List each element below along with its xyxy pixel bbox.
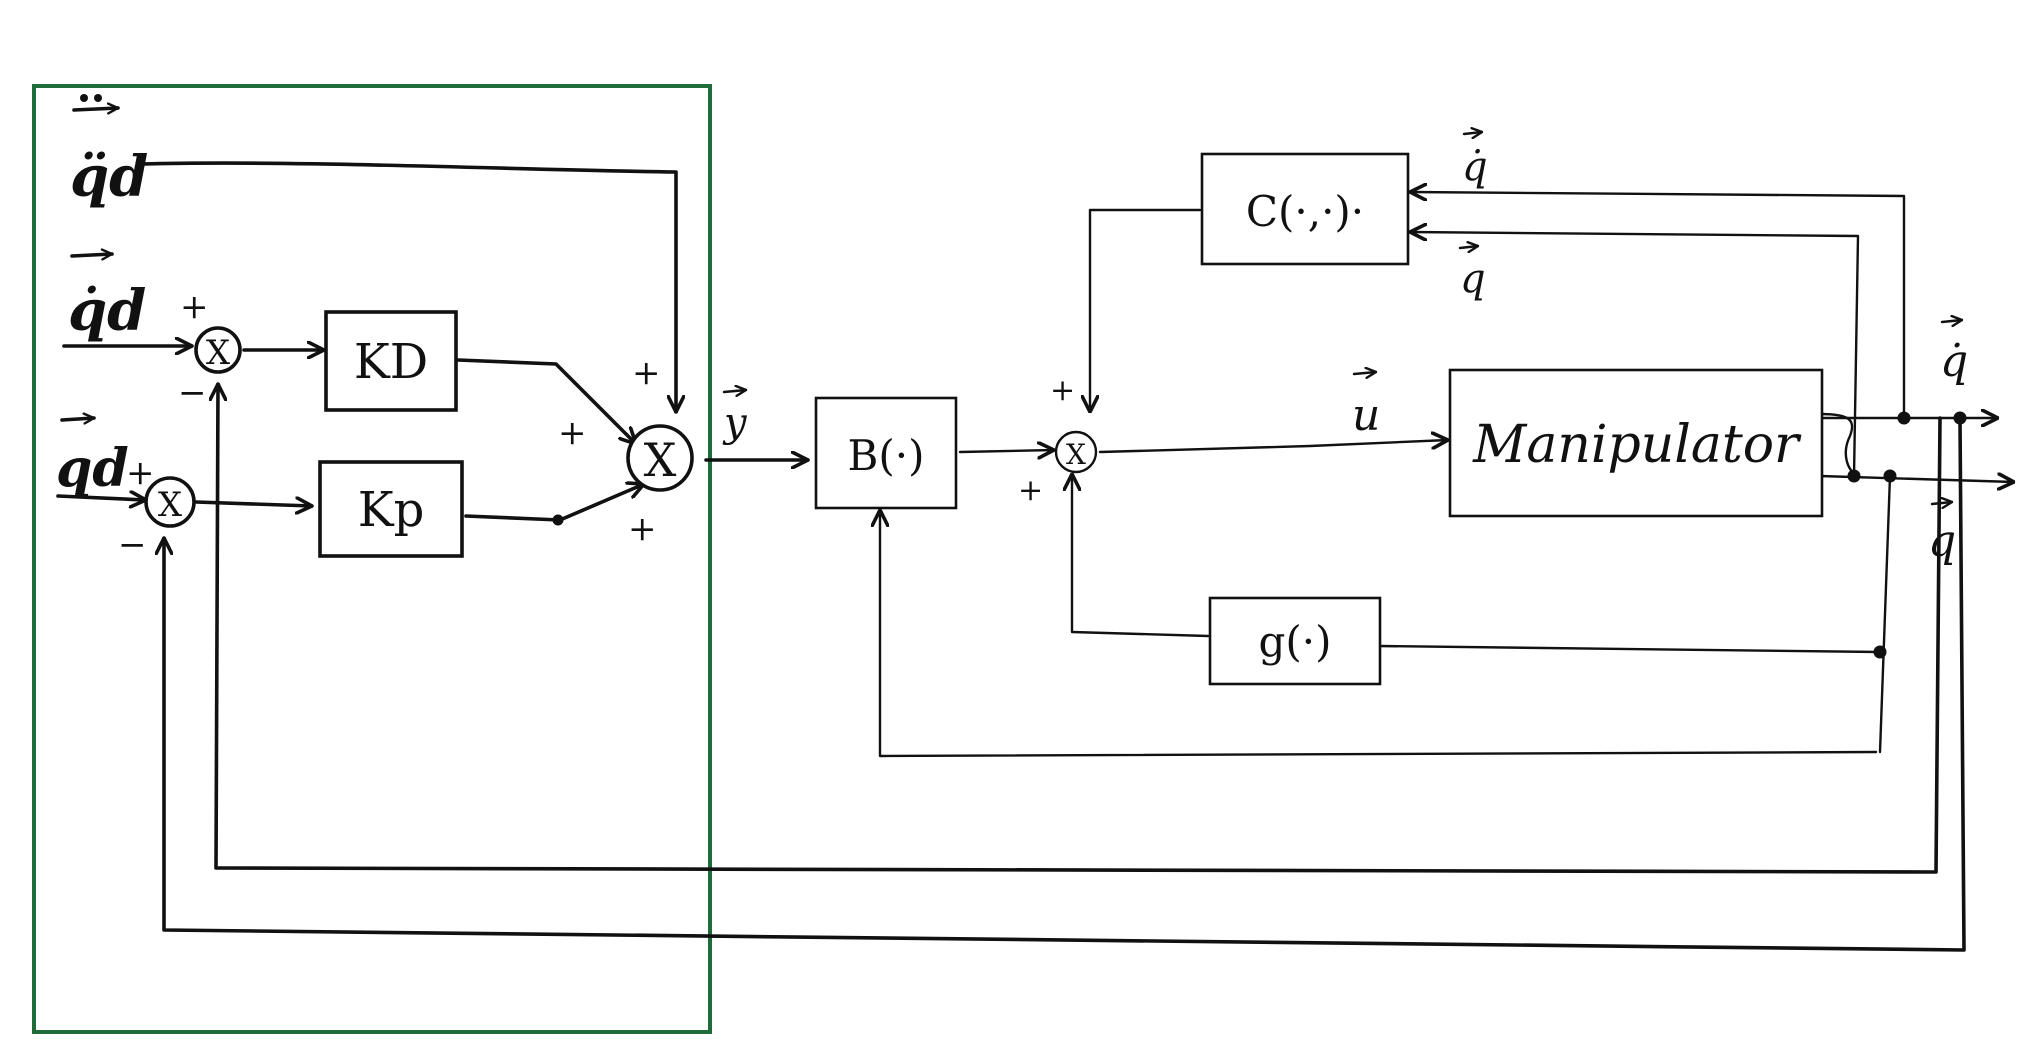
sign-plus-g: + [1018, 473, 1043, 508]
sum-position-symbol: X [158, 485, 183, 525]
output-qdot-text: q̇ [1940, 336, 1968, 387]
sign-minus-velocity: − [178, 373, 207, 413]
sign-plus-feedforward: + [632, 353, 661, 393]
q-g-tap-dot [1873, 645, 1887, 659]
b-block-label: B(·) [848, 431, 925, 480]
qd-dot-input-label: q̇d [68, 254, 146, 344]
output-brace [1818, 412, 1860, 478]
manipulator-block-label: Manipulator [1472, 415, 1802, 475]
g-block: g(·) [1208, 596, 1382, 686]
q-to-g-wire [1376, 644, 1882, 654]
u-signal-label: u [1352, 372, 1380, 441]
sign-plus-c: + [1050, 373, 1075, 408]
qd-dot-text: q̇d [68, 278, 146, 344]
sign-plus-position: + [126, 453, 155, 493]
c-qdot-label: q̇ [1462, 132, 1488, 190]
sign-minus-position: − [118, 525, 147, 565]
kp-output-wire [464, 484, 644, 522]
c-q-label: q [1458, 246, 1486, 302]
c-qdot-text: q̇ [1462, 144, 1488, 190]
qdot-feedback-wire [216, 382, 1942, 874]
q-to-c-wire [1410, 232, 1860, 478]
sign-plus-kp: + [628, 509, 657, 549]
qdd-d-text: q̈d [70, 144, 148, 210]
sign-plus-kd: + [558, 413, 587, 453]
q-tap-dot-2 [1883, 469, 1897, 483]
controller-frame [32, 84, 712, 1034]
y-signal-label: y [722, 390, 748, 446]
u-wire [1098, 440, 1448, 454]
sum-junction-velocity: X [194, 326, 242, 374]
error-wire [194, 502, 314, 506]
c-block-label: C(·,·)· [1246, 187, 1364, 236]
sum-junction-main: X [626, 424, 694, 492]
kd-output-wire [456, 358, 636, 444]
sum-torque-symbol: X [1066, 438, 1086, 471]
u-signal-text: u [1352, 390, 1380, 441]
c-block: C(·,·)· [1200, 152, 1410, 266]
q-tap-down-wire [1878, 474, 1892, 754]
sum-junction-position: X [144, 476, 196, 528]
qdot-tap-dot [1897, 411, 1911, 425]
qdd-d-wire [140, 161, 676, 414]
b-input-wire [880, 508, 1878, 758]
sign-plus-velocity: + [180, 287, 209, 327]
kp-block: Kp [318, 460, 464, 558]
b-output-wire [958, 450, 1054, 452]
sum-junction-torque: X [1054, 430, 1098, 474]
qdd-d-input-label: q̈d [70, 94, 148, 210]
qd-text: qd [56, 438, 129, 499]
q-feedback-wire [164, 418, 1966, 952]
kp-block-label: Kp [358, 482, 425, 538]
g-block-label: g(·) [1258, 617, 1331, 666]
y-signal-text: y [722, 400, 748, 446]
qd-input-label: qd [56, 418, 129, 499]
manipulator-block: Manipulator [1448, 368, 1824, 518]
output-qdot-label: q̇ [1940, 320, 1968, 387]
q-tap-dot-1 [1847, 469, 1861, 483]
qd-input-wire [56, 496, 148, 500]
kd-block: KD [324, 310, 458, 412]
kd-block-label: KD [354, 334, 428, 390]
output-q-text: q [1928, 516, 1956, 567]
b-block: B(·) [814, 396, 958, 510]
g-output-wire [1072, 472, 1210, 638]
qdot-to-c-wire [1408, 192, 1906, 420]
kp-junction-dot [552, 514, 564, 526]
c-output-wire [1090, 208, 1202, 414]
c-q-text: q [1460, 256, 1486, 302]
sum-main-symbol: X [644, 433, 677, 487]
qdot-feedback-dot [1953, 411, 1967, 425]
output-q-label: q [1928, 502, 1956, 567]
sum-velocity-symbol: X [206, 333, 231, 373]
